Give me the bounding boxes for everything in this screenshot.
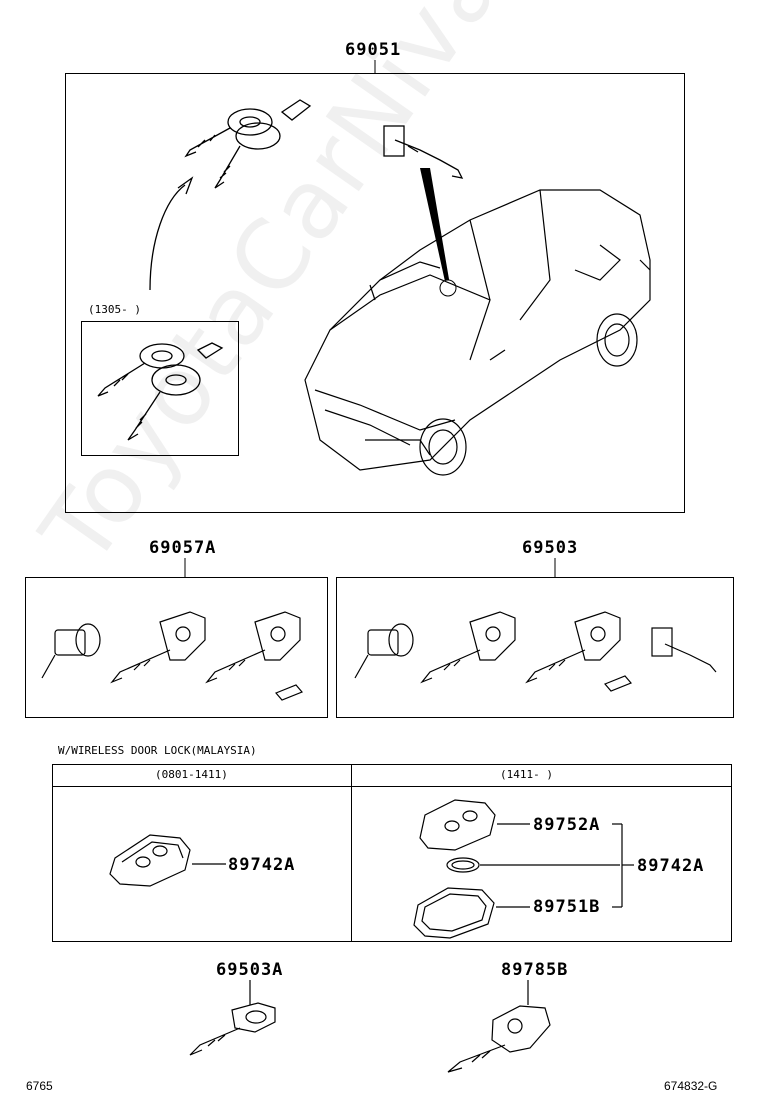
part-label-69503: 69503 <box>522 538 579 558</box>
drawing-number: 674832-G <box>664 1079 718 1093</box>
part-label-89742A-right: 89742A <box>637 856 705 876</box>
part-label-69503A: 69503A <box>216 960 284 980</box>
wireless-table <box>52 764 732 942</box>
inset-date-range: (1305- ) <box>88 303 141 316</box>
wireless-col2-header: (1411- ) <box>500 768 553 781</box>
wireless-column-divider <box>351 764 352 942</box>
assembly-box-69057A <box>25 577 328 718</box>
assembly-box-69051 <box>65 73 685 513</box>
part-label-89742A-left: 89742A <box>228 855 296 875</box>
inset-box <box>81 321 239 456</box>
wireless-header-divider <box>52 786 732 787</box>
assembly-box-69503 <box>336 577 734 718</box>
part-label-69057A: 69057A <box>149 538 217 558</box>
wireless-heading: W/WIRELESS DOOR LOCK(MALAYSIA) <box>58 744 257 757</box>
part-label-89752A: 89752A <box>533 815 601 835</box>
part-label-89751B: 89751B <box>533 897 601 917</box>
wireless-col1-header: (0801-1411) <box>155 768 228 781</box>
part-label-89785B: 89785B <box>501 960 569 980</box>
page-number: 6765 <box>26 1079 53 1093</box>
part-label-69051: 69051 <box>345 40 402 60</box>
